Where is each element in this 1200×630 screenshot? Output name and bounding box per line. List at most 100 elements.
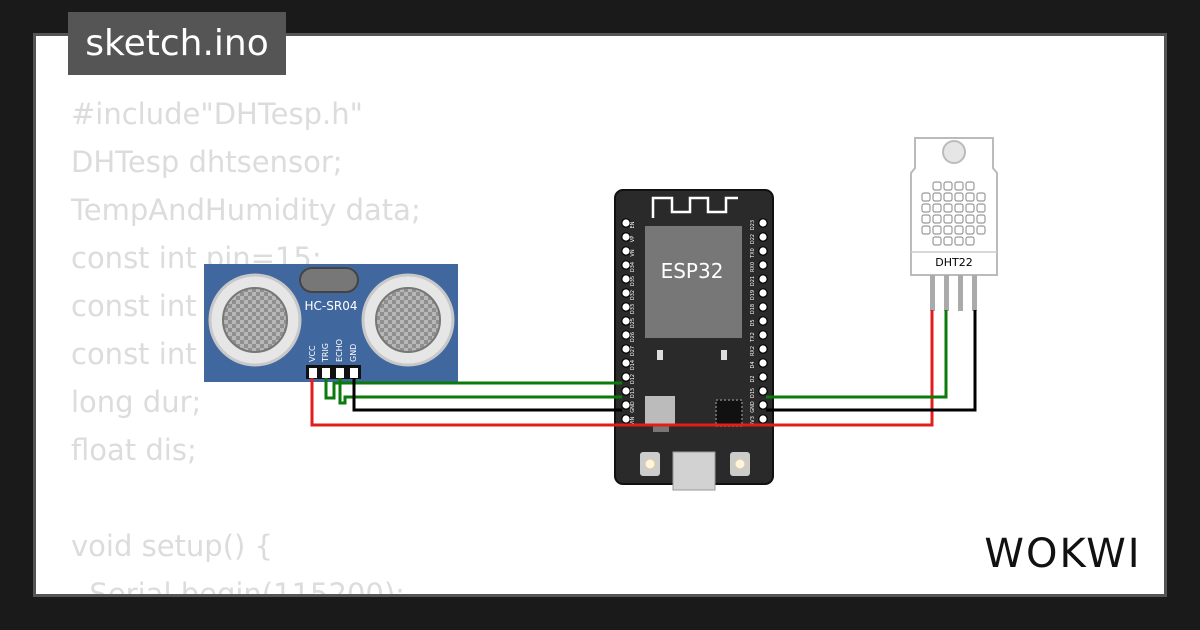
grille-slot [932, 203, 942, 213]
esp32-pin-d19[interactable] [758, 288, 768, 298]
grille-slot [943, 203, 953, 213]
file-tab[interactable]: sketch.ino [68, 12, 286, 75]
grille-slot [965, 225, 975, 235]
esp32-pin-vn[interactable] [621, 246, 631, 256]
esp32-pin-d13[interactable] [621, 386, 631, 396]
esp32-pin-gnd[interactable] [621, 400, 631, 410]
esp32-pin-vp[interactable] [621, 232, 631, 242]
esp32-pin-vin[interactable] [621, 414, 631, 424]
grille-slot [921, 192, 931, 202]
esp32-pin-label: D23 [750, 220, 756, 230]
esp32-pin-3v3[interactable] [758, 414, 768, 424]
esp32-pin-label: D32 [630, 290, 636, 300]
wire-vcc[interactable] [310, 310, 934, 427]
pin-vcc[interactable] [309, 368, 317, 378]
esp32-pin-label: VP [630, 236, 636, 242]
grille-slot [976, 214, 986, 224]
grille-slot [954, 203, 964, 213]
grille-slot [943, 192, 953, 202]
dht-pin-data[interactable] [944, 275, 949, 311]
esp32-pin-label: D33 [630, 304, 636, 314]
esp32-pin-label: D2 [750, 375, 756, 382]
dht-pin-gnd[interactable] [972, 275, 977, 311]
esp32-pin-d21[interactable] [758, 274, 768, 284]
wire-echo[interactable] [338, 378, 622, 405]
grille-slot [965, 181, 975, 191]
code-line: Serial.begin(115200); [71, 577, 405, 597]
esp32-pin-d34[interactable] [621, 260, 631, 270]
esp32-pin-rx0[interactable] [758, 260, 768, 270]
wire-dht-data[interactable] [766, 310, 948, 399]
esp32-pin-d35[interactable] [621, 274, 631, 284]
esp32-pin-label: EN [630, 221, 636, 228]
esp32-pin-label: RX0 [750, 262, 756, 272]
esp32-pin-tx2[interactable] [758, 330, 768, 340]
esp32-pin-en[interactable] [621, 218, 631, 228]
esp32-pin-label: VIN [630, 416, 636, 425]
dht-pin-vcc[interactable] [930, 275, 935, 311]
grille-slot [954, 214, 964, 224]
esp32-pin-d14[interactable] [621, 358, 631, 368]
wires [310, 310, 977, 427]
grille-slot [954, 236, 964, 246]
code-line: void setup() { [71, 529, 273, 563]
esp32-pin-rx2[interactable] [758, 344, 768, 354]
code-line: #include"DHTesp.h" [71, 97, 363, 131]
wire-trig[interactable] [324, 378, 622, 400]
grille-slot [921, 225, 931, 235]
hc-sr04-sensor[interactable]: HC-SR04 VCC TRIG ECHO GND [204, 264, 458, 382]
pin-label-gnd: GND [349, 344, 358, 362]
code-line: DHTesp dhtsensor; [71, 145, 343, 179]
esp32-pin-label: GND [750, 401, 756, 413]
esp32-pin-gnd[interactable] [758, 400, 768, 410]
code-line: long dur; [71, 385, 202, 419]
dht-pin-nc[interactable] [958, 275, 963, 311]
esp32-pin-d22[interactable] [758, 232, 768, 242]
esp32-pin-label: D12 [630, 374, 636, 384]
grille-slot [943, 225, 953, 235]
esp32-pin-d27[interactable] [621, 344, 631, 354]
esp32-left-pin-row: ENVPVND34D35D32D33D25D26D27D14D12D13GNDV… [621, 218, 636, 425]
esp32-pin-d2[interactable] [758, 372, 768, 382]
esp32-pin-d32[interactable] [621, 288, 631, 298]
grille-slot [976, 225, 986, 235]
esp32-right-pin-row: D23D22TX0RX0D21D19D18D5TX2RX2D4D2D15GND3… [750, 218, 768, 426]
wire-gnd-ultrasonic[interactable] [352, 378, 622, 412]
pin-echo[interactable] [336, 368, 344, 378]
esp32-pin-d23[interactable] [758, 218, 768, 228]
antenna-trace-icon [651, 196, 738, 218]
esp32-pin-label: GND [630, 401, 636, 413]
grille-slot [965, 192, 975, 202]
esp32-pin-d4[interactable] [758, 358, 768, 368]
grille-slot [943, 236, 953, 246]
esp32-pin-d12[interactable] [621, 372, 631, 382]
code-line: TempAndHumidity data; [71, 193, 421, 227]
esp32-pin-tx0[interactable] [758, 246, 768, 256]
esp32-pin-label: TX2 [750, 332, 756, 343]
esp32-pin-label: D21 [750, 276, 756, 286]
esp32-board[interactable]: ESP32 ENVPVND34D35D32D33D25D26D27D14D12D… [614, 189, 774, 491]
esp32-pin-label: TX0 [750, 248, 756, 259]
esp32-pin-label: 3V3 [750, 416, 756, 426]
pin-trig[interactable] [322, 368, 330, 378]
esp32-pin-d15[interactable] [758, 386, 768, 396]
esp32-pin-label: D34 [630, 262, 636, 272]
esp32-pin-label: RX2 [750, 346, 756, 356]
pin-label-trig: TRIG [321, 343, 330, 363]
esp32-pin-d26[interactable] [621, 330, 631, 340]
code-line: float dis; [71, 433, 197, 467]
dht22-label: DHT22 [935, 256, 972, 269]
dht22-sensor[interactable]: DHT22 [910, 137, 998, 311]
grille-slot [954, 192, 964, 202]
esp32-pin-label: D26 [630, 332, 636, 342]
esp32-pin-label: D25 [630, 318, 636, 328]
grille-slot [965, 203, 975, 213]
esp32-pin-d33[interactable] [621, 302, 631, 312]
esp32-pin-d5[interactable] [758, 316, 768, 326]
wire-gnd-dht[interactable] [766, 310, 977, 412]
grille-slot [943, 181, 953, 191]
pin-gnd[interactable] [350, 368, 358, 378]
esp32-pin-d25[interactable] [621, 316, 631, 326]
grille-slot [976, 203, 986, 213]
esp32-pin-d18[interactable] [758, 302, 768, 312]
